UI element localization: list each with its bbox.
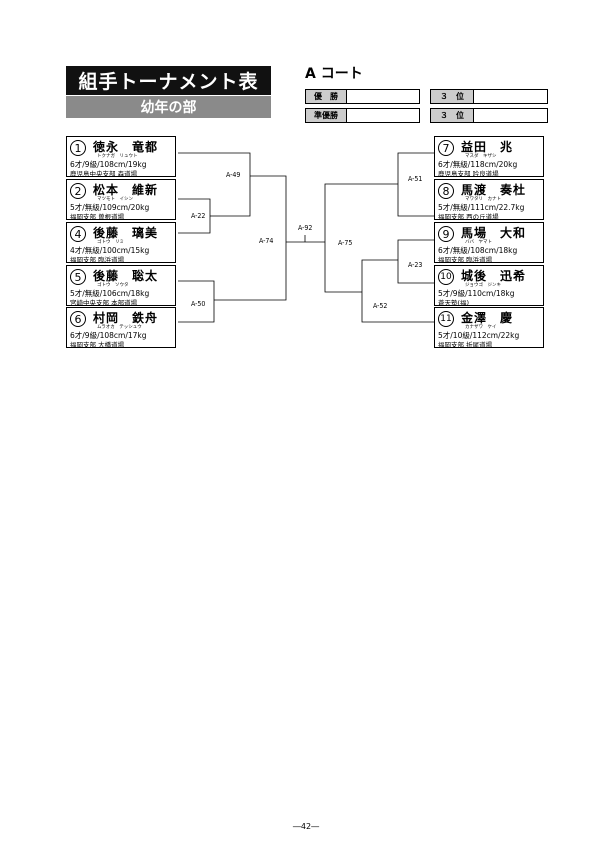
entry-card: 4 後藤 璃美 ゴトウ リミ 4才/無級/100cm/15kg 福岡支部 臨浜道… <box>66 222 176 264</box>
competitor-club: 福岡支部 臨浜道場 <box>70 256 125 264</box>
match-label: A-75 <box>338 239 353 247</box>
match-label: A-92 <box>298 224 313 232</box>
competitor-name: 後藤 聡太 <box>93 269 159 283</box>
match-label: A-50 <box>191 300 206 308</box>
match-label: A-49 <box>226 171 241 179</box>
competitor-club: 福岡支部 大橋道場 <box>70 341 125 349</box>
competitor-kana: ジョウゴ ジンキ <box>465 283 501 288</box>
entry-card: 7 益田 兆 マスダ キザシ 6才/無級/118cm/20kg 鹿児島支部 吟良… <box>434 136 544 178</box>
competitor-kana: ゴトウ ソウタ <box>97 283 129 288</box>
competitor-name: 金澤 慶 <box>461 311 514 325</box>
competitor-info: 5才/9級/110cm/18kg <box>438 289 515 298</box>
page-number: ―42― <box>292 822 320 831</box>
entry-card: 11 金澤 慶 カナザワ ケイ 5才/10級/112cm/22kg 福岡支部 折… <box>434 307 544 349</box>
entry-card: 6 村岡 鉄舟 ムラオカ テッシュウ 6才/9級/108cm/17kg 福岡支部… <box>66 307 176 349</box>
entry-card: 5 後藤 聡太 ゴトウ ソウタ 5才/無級/106cm/18kg 宮崎中央支部 … <box>66 265 176 307</box>
seed-number: 5 <box>70 269 86 285</box>
seed-number: 8 <box>438 183 454 199</box>
competitor-info: 5才/10級/112cm/22kg <box>438 331 520 340</box>
seed-number: 7 <box>438 140 454 156</box>
competitor-kana: ババ ヤマト <box>465 240 492 245</box>
competitor-info: 6才/9級/108cm/17kg <box>70 331 147 340</box>
page-title: 組手トーナメント表 <box>66 66 271 95</box>
match-label: A-74 <box>259 237 274 245</box>
competitor-club: 福岡支部 曽根道場 <box>70 213 125 221</box>
entry-card: 8 馬渡 奏杜 マワタリ カナト 5才/無級/111cm/22.7kg 福岡支部… <box>434 179 544 221</box>
court-label: A コート <box>305 66 363 82</box>
first-place-label: 優 勝 <box>306 90 347 103</box>
match-label: A-22 <box>191 212 206 220</box>
competitor-name: 馬渡 奏杜 <box>461 183 527 197</box>
entry-card: 10 城後 迅希 ジョウゴ ジンキ 5才/9級/110cm/18kg 蒼天塾(福… <box>434 265 544 307</box>
seed-number: 10 <box>438 269 454 285</box>
seed-number: 1 <box>70 140 86 156</box>
third-place-label-1: ３ 位 <box>431 90 474 103</box>
competitor-name: 松本 維新 <box>93 183 159 197</box>
competitor-club: 鹿児島支部 吟良道場 <box>438 170 499 178</box>
competitor-kana: マツモト イシン <box>97 197 133 202</box>
seed-number: 2 <box>70 183 86 199</box>
seed-number: 11 <box>438 311 454 327</box>
competitor-info: 5才/無級/109cm/20kg <box>70 203 150 212</box>
competitor-kana: トクナガ リュウト <box>97 154 138 159</box>
competitor-kana: ゴトウ リミ <box>97 240 124 245</box>
seed-number: 6 <box>70 311 86 327</box>
competitor-name: 城後 迅希 <box>461 269 527 283</box>
competitor-name: 益田 兆 <box>461 140 514 154</box>
competitor-club: 福岡支部 臨浜道場 <box>438 256 493 264</box>
competitor-info: 5才/無級/106cm/18kg <box>70 289 150 298</box>
third-place-box-2: ３ 位 <box>430 108 548 123</box>
match-label: A-23 <box>408 261 423 269</box>
entry-card: 1 徳永 竜都 トクナガ リュウト 6才/9級/108cm/19kg 鹿児島中央… <box>66 136 176 178</box>
match-label: A-52 <box>373 302 388 310</box>
competitor-info: 6才/無級/118cm/20kg <box>438 160 518 169</box>
competitor-info: 6才/9級/108cm/19kg <box>70 160 147 169</box>
first-place-box: 優 勝 <box>305 89 420 104</box>
competitor-kana: ムラオカ テッシュウ <box>97 325 142 330</box>
second-place-label: 準優勝 <box>306 109 347 122</box>
third-place-box-1: ３ 位 <box>430 89 548 104</box>
entry-card: 9 馬場 大和 ババ ヤマト 6才/無級/108cm/18kg 福岡支部 臨浜道… <box>434 222 544 264</box>
competitor-club: 鹿児島中央支部 森道場 <box>70 170 138 178</box>
competitor-name: 後藤 璃美 <box>93 226 159 240</box>
competitor-name: 馬場 大和 <box>461 226 527 240</box>
competitor-club: 蒼天塾(福) <box>438 299 470 307</box>
competitor-kana: マスダ キザシ <box>465 154 497 159</box>
division-label: 幼年の部 <box>66 96 271 118</box>
competitor-kana: カナザワ ケイ <box>465 325 497 330</box>
competitor-info: 6才/無級/108cm/18kg <box>438 246 518 255</box>
match-label: A-51 <box>408 175 423 183</box>
competitor-info: 4才/無級/100cm/15kg <box>70 246 150 255</box>
competitor-club: 宮崎中央支部 本部道場 <box>70 299 138 307</box>
competitor-club: 福岡支部 西の丘道場 <box>438 213 499 221</box>
entry-card: 2 松本 維新 マツモト イシン 5才/無級/109cm/20kg 福岡支部 曽… <box>66 179 176 221</box>
seed-number: 4 <box>70 226 86 242</box>
competitor-name: 村岡 鉄舟 <box>93 311 159 325</box>
seed-number: 9 <box>438 226 454 242</box>
competitor-name: 徳永 竜都 <box>93 140 159 154</box>
competitor-info: 5才/無級/111cm/22.7kg <box>438 203 525 212</box>
competitor-kana: マワタリ カナト <box>465 197 501 202</box>
third-place-label-2: ３ 位 <box>431 109 474 122</box>
second-place-box: 準優勝 <box>305 108 420 123</box>
competitor-club: 福岡支部 折尾道場 <box>438 341 493 349</box>
